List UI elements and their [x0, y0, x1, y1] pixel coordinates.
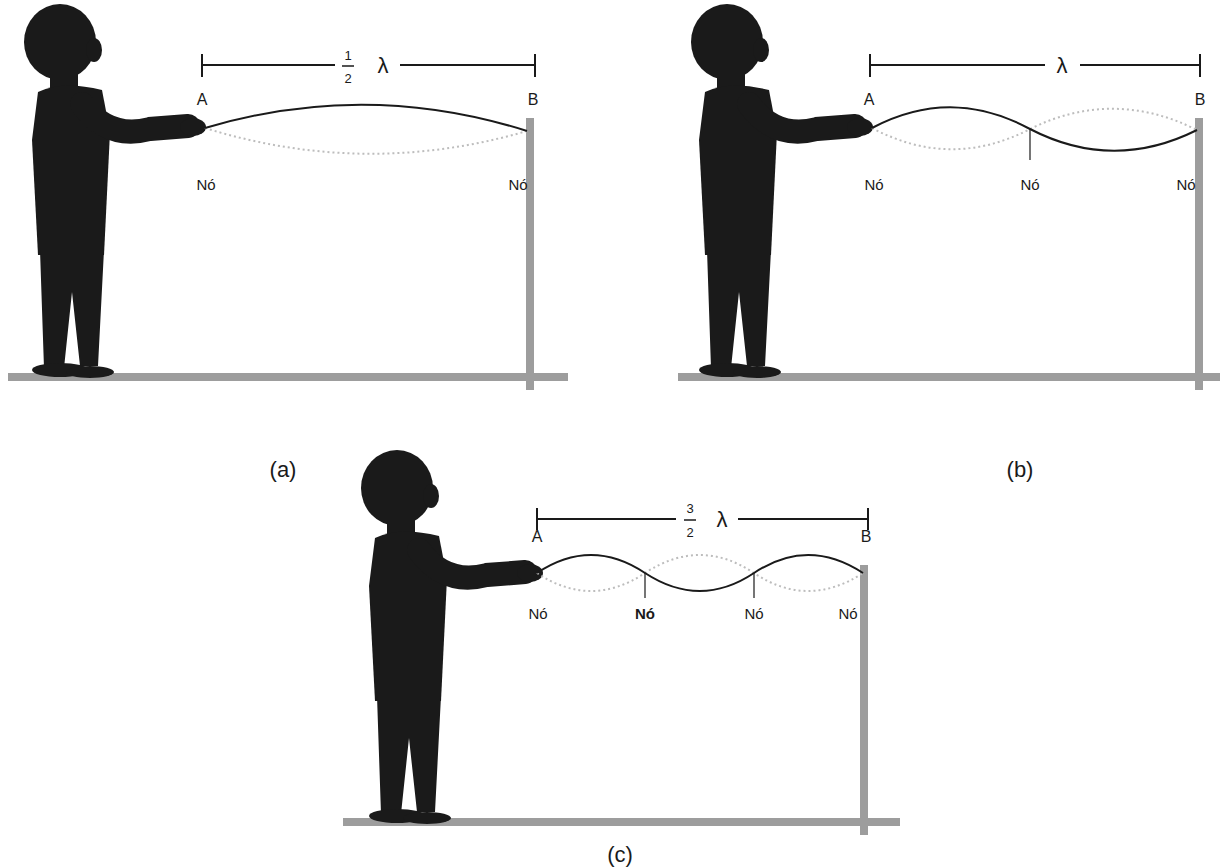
- rope-dotted: [537, 555, 863, 591]
- node-tick: [1029, 129, 1030, 160]
- fraction-numerator: 1: [344, 49, 351, 62]
- node-label: Nó: [196, 177, 215, 192]
- node-label: Nó: [635, 606, 655, 621]
- node-tick: [753, 573, 754, 598]
- boy-silhouette: [24, 4, 206, 378]
- fraction-denominator: 2: [344, 72, 351, 85]
- point-label: A: [197, 92, 208, 108]
- node-label: Nó: [508, 177, 527, 192]
- dimension-bar: [870, 54, 1200, 77]
- panel-a: [8, 4, 568, 390]
- rope: [537, 555, 863, 591]
- wavelength-symbol: λ: [1057, 55, 1068, 77]
- point-label: B: [528, 92, 539, 108]
- point-label: B: [861, 529, 872, 545]
- post: [1195, 118, 1203, 390]
- dimension-bar: [202, 54, 535, 77]
- node-label: Nó: [744, 606, 763, 621]
- panel-c: [343, 450, 900, 835]
- wavelength-symbol: λ: [717, 509, 728, 531]
- node-label: Nó: [1176, 177, 1195, 192]
- node-label: Nó: [838, 606, 857, 621]
- boy-silhouette: [361, 450, 543, 824]
- rope: [872, 107, 1197, 151]
- panel-label: (c): [607, 844, 633, 866]
- rope-dotted: [205, 128, 527, 154]
- rope-dotted: [872, 109, 1197, 150]
- post: [860, 565, 868, 835]
- panel-label: (b): [1007, 459, 1034, 481]
- node-label: Nó: [1020, 177, 1039, 192]
- dimension-bar: [537, 508, 868, 530]
- panel-b: [678, 4, 1220, 390]
- node-label: Nó: [528, 606, 547, 621]
- node-tick: [644, 573, 645, 598]
- point-label: A: [864, 92, 875, 108]
- rope: [205, 105, 527, 131]
- node-label: Nó: [864, 177, 883, 192]
- fraction-numerator: 3: [686, 502, 693, 515]
- boy-silhouette: [691, 4, 873, 378]
- post: [526, 118, 534, 390]
- panel-label: (a): [270, 459, 297, 481]
- point-label: B: [1195, 92, 1206, 108]
- point-label: A: [532, 529, 543, 545]
- wavelength-symbol: λ: [378, 55, 389, 77]
- fraction-denominator: 2: [686, 526, 693, 539]
